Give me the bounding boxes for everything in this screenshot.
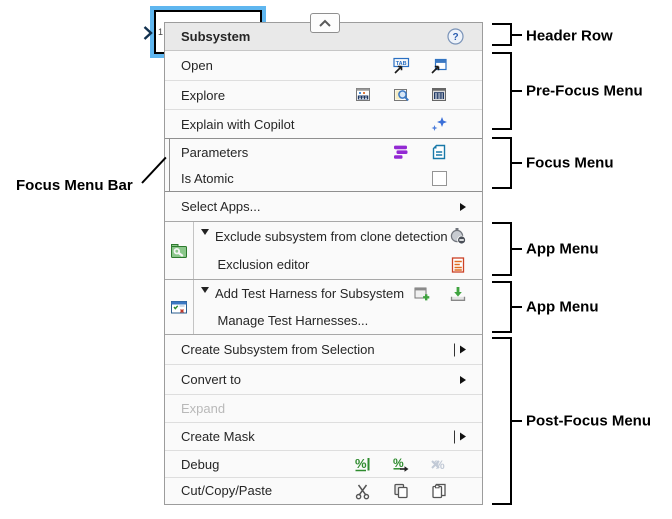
menu-row-open[interactable]: Open TAB bbox=[165, 51, 482, 81]
svg-text:TAB: TAB bbox=[396, 61, 407, 67]
icon-slots bbox=[440, 222, 476, 251]
bracket-post-focus-menu bbox=[492, 337, 522, 505]
annotation-app-menu-2: App Menu bbox=[526, 298, 599, 316]
menu-item-label: Explain with Copilot bbox=[181, 116, 295, 132]
menu-item-label: Open bbox=[181, 58, 213, 73]
icon-slots bbox=[420, 110, 458, 138]
help-icon[interactable]: ? bbox=[447, 28, 464, 45]
model-explorer-icon[interactable] bbox=[344, 86, 382, 104]
svg-text:%: % bbox=[355, 456, 367, 471]
menu-item-label: Expand bbox=[181, 401, 226, 416]
menu-row-add-test-harness[interactable]: Add Test Harness for Subsystem bbox=[194, 280, 482, 307]
block-parameters-icon[interactable] bbox=[420, 143, 458, 161]
focus-menu-bar[interactable] bbox=[169, 139, 170, 191]
bracket-focus-menu bbox=[492, 137, 522, 189]
menu-row-cut-copy-paste[interactable]: Cut/Copy/Paste bbox=[165, 478, 482, 503]
find-in-model-icon[interactable] bbox=[382, 86, 420, 104]
simulink-test-app-icon bbox=[165, 280, 194, 334]
menu-item-label: Is Atomic bbox=[181, 170, 234, 186]
copilot-sparkle-icon bbox=[420, 115, 458, 133]
bracket-app-menu-1 bbox=[492, 222, 522, 276]
annotation-header-row: Header Row bbox=[526, 27, 613, 45]
icon-slots: % % % bbox=[344, 451, 458, 477]
pinned-submenu-arrow-icon bbox=[453, 343, 466, 356]
menu-row-explain-with-copilot[interactable]: Explain with Copilot bbox=[165, 110, 482, 138]
menu-row-exclusion-editor[interactable]: Exclusion editor bbox=[194, 251, 482, 280]
bracket-pre-focus-menu bbox=[492, 52, 522, 130]
menu-item-label: Exclusion editor bbox=[217, 257, 310, 273]
context-menu: Subsystem ? Open TAB bbox=[164, 22, 483, 505]
menu-row-create-mask[interactable]: Create Mask bbox=[165, 423, 482, 451]
annotation-focus-menu: Focus Menu bbox=[526, 154, 614, 172]
menu-row-debug[interactable]: Debug % % bbox=[165, 451, 482, 478]
submenu-arrow-icon bbox=[460, 202, 466, 211]
menu-row-expand: Expand bbox=[165, 395, 482, 423]
focus-menu-bar-leader-line bbox=[141, 156, 167, 184]
menu-item-label: Debug bbox=[181, 456, 220, 472]
collapse-menu-button[interactable] bbox=[310, 13, 340, 33]
app-menu-simulink-test: Add Test Harness for Subsystem bbox=[165, 279, 482, 335]
menu-row-explore[interactable]: Explore bbox=[165, 81, 482, 110]
svg-text:%: % bbox=[434, 458, 445, 472]
menu-item-label: Manage Test Harnesses... bbox=[217, 313, 369, 328]
clone-detection-app-icon bbox=[165, 222, 194, 279]
annotation-pre-focus-menu: Pre-Focus Menu bbox=[526, 82, 643, 100]
menu-row-exclude-clone[interactable]: Exclude subsystem from clone detection bbox=[194, 222, 482, 251]
bracket-app-menu-2 bbox=[492, 281, 522, 333]
annotation-post-focus-menu: Post-Focus Menu bbox=[526, 412, 652, 430]
bracket-header-row bbox=[492, 23, 522, 46]
port-number: 1 bbox=[158, 27, 164, 37]
annotation-focus-menu-bar: Focus Menu Bar bbox=[16, 177, 133, 194]
submenu-arrow-icon bbox=[460, 375, 466, 384]
menu-item-label: Cut/Copy/Paste bbox=[181, 483, 273, 498]
menu-item-label: Create Mask bbox=[181, 429, 255, 444]
icon-slots bbox=[440, 251, 476, 280]
icon-slots bbox=[382, 139, 458, 165]
copy-icon[interactable] bbox=[382, 482, 420, 500]
menu-title: Subsystem bbox=[181, 29, 251, 44]
debug-disabled-percent-icon: % bbox=[420, 455, 458, 473]
svg-text:%: % bbox=[393, 456, 404, 470]
menu-item-label: Exclude subsystem from clone detection bbox=[215, 228, 448, 244]
menu-row-parameters[interactable]: Parameters bbox=[165, 139, 482, 165]
menu-row-select-apps[interactable]: Select Apps... bbox=[165, 192, 482, 221]
open-in-tab-icon[interactable]: TAB bbox=[382, 57, 420, 75]
input-port-icon bbox=[143, 26, 153, 40]
menu-item-label: Select Apps... bbox=[181, 199, 261, 214]
icon-slots bbox=[420, 165, 458, 191]
icon-slots bbox=[344, 81, 458, 109]
chevron-up-icon bbox=[319, 19, 331, 27]
debug-percent-icon[interactable]: % bbox=[344, 455, 382, 473]
annotation-app-menu-1: App Menu bbox=[526, 240, 599, 258]
icon-slots bbox=[344, 478, 458, 503]
menu-item-label: Convert to bbox=[181, 372, 241, 387]
menu-item-label: Add Test Harness for Subsystem bbox=[215, 286, 405, 301]
add-harness-icon[interactable] bbox=[404, 285, 440, 303]
pinned-submenu-arrow-icon bbox=[453, 430, 466, 443]
menu-row-is-atomic[interactable]: Is Atomic bbox=[165, 165, 482, 191]
icon-slots bbox=[404, 280, 476, 307]
open-in-window-icon[interactable] bbox=[420, 57, 458, 75]
debug-step-percent-icon[interactable]: % bbox=[382, 455, 420, 473]
menu-row-convert-to[interactable]: Convert to bbox=[165, 365, 482, 395]
menu-row-create-subsystem[interactable]: Create Subsystem from Selection bbox=[165, 335, 482, 365]
menu-row-manage-test-harnesses[interactable]: Manage Test Harnesses... bbox=[194, 307, 482, 334]
icon-slots: TAB bbox=[382, 51, 458, 80]
menu-item-label: Explore bbox=[181, 87, 226, 103]
caret-down-icon[interactable] bbox=[201, 286, 209, 293]
tune-parameters-icon[interactable] bbox=[382, 143, 420, 161]
is-atomic-checkbox[interactable] bbox=[431, 170, 447, 186]
focus-menu-section: Parameters bbox=[165, 138, 482, 192]
svg-text:?: ? bbox=[452, 32, 458, 43]
model-browser-icon[interactable] bbox=[420, 86, 458, 104]
cut-icon[interactable] bbox=[344, 482, 382, 500]
caret-down-icon[interactable] bbox=[201, 229, 209, 236]
exclusion-editor-icon[interactable] bbox=[440, 256, 476, 274]
paste-icon[interactable] bbox=[420, 482, 458, 500]
app-menu-clone-detection: Exclude subsystem from clone detection bbox=[165, 221, 482, 279]
import-harness-icon[interactable] bbox=[440, 285, 476, 303]
clone-exclusion-icon[interactable] bbox=[440, 227, 476, 245]
menu-item-label: Create Subsystem from Selection bbox=[181, 342, 375, 357]
menu-item-label: Parameters bbox=[181, 144, 249, 160]
